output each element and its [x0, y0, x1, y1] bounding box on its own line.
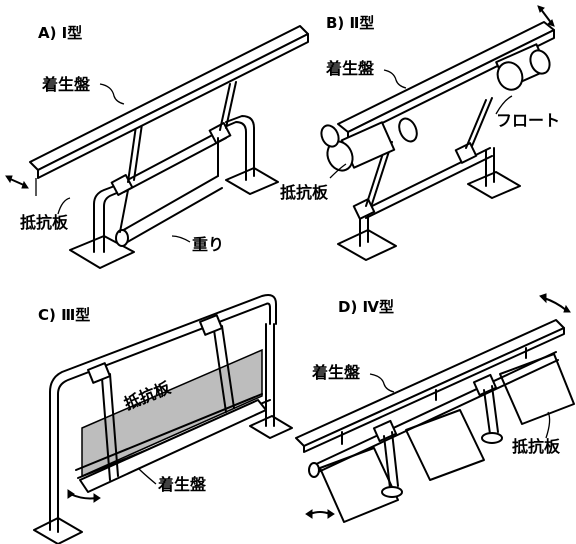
panel-a-arrowhead-1: [5, 175, 13, 184]
panel-c-collar-right: [199, 314, 223, 336]
panel-a-weight-rod: [119, 175, 219, 233]
panel-a-leader-resist: [57, 197, 71, 215]
panel-a-axle: [119, 129, 223, 185]
panel-a-leader-plate: [99, 83, 125, 105]
panel-a-arrowhead-2: [21, 180, 29, 189]
panel-c-arm-left-2: [109, 373, 119, 477]
panel-c-collar-left: [87, 362, 111, 384]
panel-a-weight-rod-2: [123, 187, 223, 245]
panel-d-collar-left: [372, 419, 398, 443]
panel-d-label-plate: 着生盤: [311, 363, 361, 382]
panel-a-base-right: [225, 167, 279, 195]
panel-d-axle-2: [313, 359, 559, 475]
panel-a-leader-weight: [171, 235, 191, 243]
panel-a-plate: [29, 25, 309, 171]
panel-d-label-resist: 抵抗板: [512, 437, 561, 456]
panel-d-foot-right: [481, 432, 503, 444]
panel-b-label-resist: 抵抗板: [280, 183, 329, 202]
panel-b-arrowhead-1: [537, 5, 545, 13]
panel-b-label-plate: 着生盤: [325, 59, 375, 78]
panel-b-float-left: [320, 117, 418, 172]
panel-b-leader-float: [495, 95, 513, 115]
panel-d-arrowhead-3: [539, 293, 547, 304]
panel-a-label-plate: 着生盤: [41, 75, 91, 94]
panel-c-base-right: [249, 415, 293, 439]
panel-b-arm-right-2: [471, 97, 493, 147]
panel-d-leg-left-2: [391, 431, 399, 487]
panel-d-title: D) Ⅳ型: [338, 298, 394, 316]
panel-a-post-left-2: [103, 189, 125, 253]
panel-c-frame-inner: [57, 302, 271, 533]
panel-a-weight-end: [115, 229, 129, 247]
panel-a: A) Ⅰ型 着生盤 抵抗板: [5, 24, 309, 269]
panel-c-arrowhead-2: [93, 493, 101, 503]
panel-b-label-float: フロート: [496, 111, 560, 130]
panel-b-arrowhead-2: [547, 19, 555, 27]
panel-a-post-right: [221, 121, 247, 181]
panel-a-weight-arm-left: [119, 189, 129, 233]
panel-c-title: C) Ⅲ型: [38, 306, 90, 324]
panel-c-arm-left: [101, 377, 111, 481]
panel-d-leader-resist: [545, 411, 551, 439]
panel-c-motion-arrow: [69, 493, 97, 500]
panel-c-leader-plate: [137, 467, 157, 485]
panel-d-leg-right-2: [491, 385, 499, 433]
panel-b-arm-right: [465, 99, 487, 149]
panel-b-collar-left: [352, 198, 376, 220]
panel-b-title: B) Ⅱ型: [326, 14, 374, 32]
panel-d-arrowhead-2: [327, 509, 335, 519]
panel-d-motion-arrow-bottom: [309, 511, 331, 515]
panel-c-frame-outer: [49, 294, 277, 531]
panel-c: C) Ⅲ型 抵抗板 着生盤: [33, 294, 293, 544]
panel-d-arrowhead-4: [563, 304, 571, 313]
panel-b-leader-plate: [383, 69, 407, 89]
panel-b-axle-2: [365, 155, 493, 219]
panel-d-foot-left: [381, 486, 403, 498]
panel-b: B) Ⅱ型: [280, 5, 560, 261]
panel-d-arrowhead-1: [305, 509, 313, 519]
panel-c-lower-rail: [75, 393, 263, 471]
panel-d-leg-right: [483, 389, 491, 435]
panel-d-axle-end: [308, 462, 320, 478]
panel-a-post-left: [93, 183, 121, 253]
panel-d-resist-2: [405, 409, 485, 481]
panel-b-collar-right: [454, 142, 478, 164]
panel-d-collar-right: [472, 373, 498, 397]
panel-a-label-resist: 抵抗板: [20, 213, 69, 232]
panel-d-plate-edge: [303, 327, 565, 453]
panel-a-plate-edge: [37, 33, 309, 179]
panel-a-label-weight: 重り: [192, 235, 224, 254]
panel-c-arm-right: [213, 329, 227, 413]
panel-c-arm-right-2: [221, 325, 235, 409]
panel-d-resist-3: [499, 353, 575, 425]
panel-d-motion-arrow-top: [543, 297, 567, 311]
panel-b-base-left: [337, 229, 397, 261]
panel-c-resist-plate: [81, 348, 263, 478]
panel-c-plate: [79, 399, 267, 493]
panel-d-leg-left: [383, 435, 391, 489]
panel-c-arrowhead-1: [67, 489, 75, 499]
panel-a-axle-2: [123, 137, 227, 193]
panel-a-arm-right: [219, 83, 231, 131]
panel-d-axle: [311, 351, 557, 467]
panel-d-leader-plate: [369, 373, 395, 393]
panel-a-post-right-2: [225, 115, 255, 177]
panel-c-label-plate: 着生盤: [157, 475, 207, 494]
panel-b-leader-resist: [329, 163, 347, 179]
panel-d: D) Ⅳ型 着生盤 抵抗板: [295, 293, 575, 523]
panel-a-title: A) Ⅰ型: [38, 24, 82, 42]
panel-a-arm-right-2: [225, 81, 237, 129]
panel-b-float-right: [495, 43, 551, 91]
